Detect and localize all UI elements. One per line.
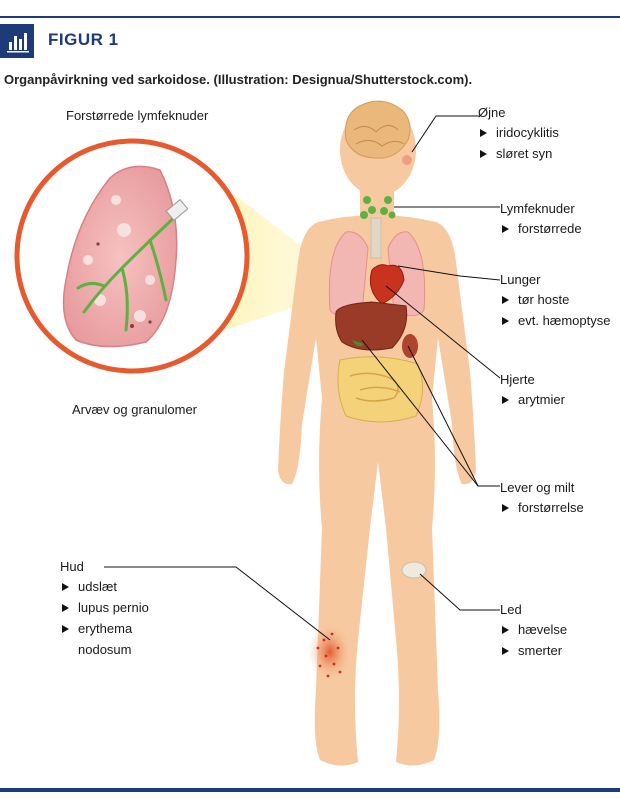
eyes-item: iridocyklitis — [478, 124, 559, 142]
heart-title: Hjerte — [500, 372, 535, 387]
lungs-title: Lunger — [500, 272, 541, 287]
heart — [369, 264, 405, 305]
spleen — [402, 334, 418, 358]
liver-title: Lever og milt — [500, 480, 575, 495]
body-silhouette — [278, 104, 476, 766]
skin-title: Hud — [60, 559, 84, 574]
eyes-title: Øjne — [478, 105, 506, 120]
lymph-item: forstørrede — [500, 220, 582, 238]
joints-item: smerter — [500, 642, 567, 660]
eyes-group: Øjne iridocyklitis sløret syn — [478, 105, 559, 166]
lymph-group: Lymfeknuder forstørrede — [500, 201, 582, 241]
liver — [335, 301, 408, 351]
joints-item: hævelse — [500, 621, 567, 639]
eyes-item: sløret syn — [478, 145, 559, 163]
liver-item: forstørrelse — [500, 499, 584, 517]
heart-item: arytmier — [500, 391, 565, 409]
lungs-item: tør hoste — [500, 291, 611, 309]
skin-group: Hud udslæt lupus pernio erythema nodosum — [60, 559, 149, 662]
joints-group: Led hævelse smerter — [500, 602, 567, 663]
top-rule — [0, 16, 620, 18]
figure-label: FIGUR 1 — [48, 30, 119, 49]
skin-item: erythema — [60, 620, 149, 638]
brain — [344, 100, 411, 159]
lymph-title: Lymfeknuder — [500, 201, 575, 216]
intestines — [337, 356, 423, 423]
skin-rash — [308, 622, 352, 682]
skin-item: nodosum — [78, 642, 132, 657]
skin-item: udslæt — [60, 578, 149, 596]
joints-title: Led — [500, 602, 522, 617]
bottom-rule — [0, 788, 620, 792]
liver-group: Lever og milt forstørrelse — [500, 480, 584, 520]
figure-caption: Organpåvirkning ved sarkoidose. (Illustr… — [4, 72, 473, 87]
skin-item: lupus pernio — [60, 599, 149, 617]
lymph-label-top: Forstørrede lymfeknuder — [66, 108, 209, 123]
heart-group: Hjerte arytmier — [500, 372, 565, 412]
bar-chart-icon — [0, 24, 34, 58]
neck-lymph-nodes — [360, 196, 396, 219]
scar-label-bottom: Arvæv og granulomer — [72, 402, 197, 417]
lungs-item: evt. hæmoptyse — [500, 312, 611, 330]
lungs-group: Lunger tør hoste evt. hæmoptyse — [500, 272, 611, 333]
